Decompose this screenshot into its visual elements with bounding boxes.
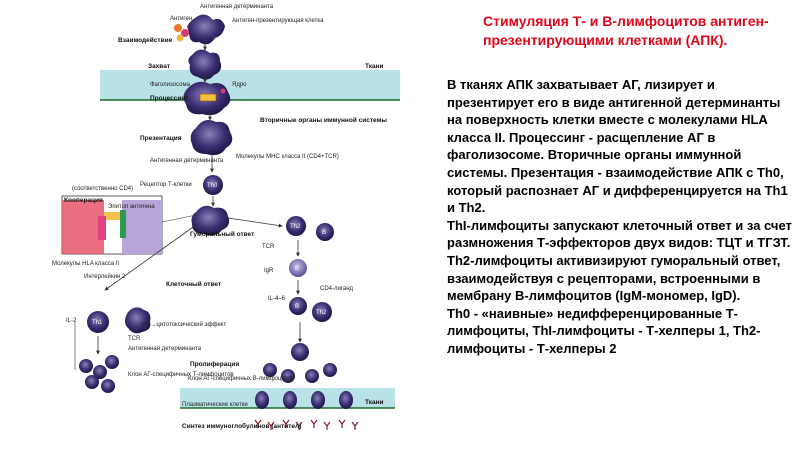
label-th2-b: Th2 [316, 310, 327, 316]
body-paragraph-3: Th0 - «наивные» недифференцированные Т-л… [447, 305, 761, 356]
nucleus [220, 88, 226, 94]
b-cell-a [316, 223, 334, 241]
apc-cell-top [187, 14, 225, 45]
label-plasma: Плазматические клетки [182, 402, 248, 408]
th2-cell-a [286, 216, 306, 236]
apc-membrane [62, 200, 104, 254]
label-il46: IL-4–6 [268, 296, 286, 302]
body-paragraph-2: ThI-лимфоциты запускают клеточный ответ … [447, 217, 792, 304]
label-cd4: (соответственно CD4) [72, 186, 133, 192]
epitope [104, 212, 122, 220]
label-tissues-top: Ткани [365, 63, 384, 70]
mhc-molecule [98, 216, 106, 240]
th0-cell [203, 175, 223, 195]
label-il2a: Интерлейкин 2 [84, 273, 126, 280]
th2-cell-b [312, 302, 332, 322]
label-synthesis: Синтез иммуноглобулинов (антител) [182, 422, 301, 430]
label-antigen: Антиген [170, 16, 192, 22]
label-proliferation: Пролиферация [190, 361, 239, 368]
label-capture: Захват [148, 63, 170, 70]
label-ifn: IFγ→цитотоксический эффект [142, 321, 226, 328]
label-humoral: Гуморальный ответ [190, 230, 254, 238]
label-epitope: Эпитоп антигена [108, 204, 155, 210]
tissue-band-top [100, 70, 400, 100]
apc-cell-presentation [190, 120, 233, 156]
label-receptor: Рецептор Т-клетки [140, 182, 192, 188]
label-clone-b: Клон АГ-специфичных В-лимфоцитов [188, 376, 294, 382]
tcr-molecule [120, 210, 126, 238]
label-cd4ligand: CD4-лиганд [320, 286, 354, 292]
label-b3: B [295, 304, 299, 310]
slide-title: Стимуляция Т- и В-лимфоцитов антиген-пре… [483, 13, 769, 48]
label-tcr2: TCR [128, 336, 141, 342]
label-th0: Th0 [207, 183, 218, 189]
plasma-cells [255, 391, 353, 409]
label-th1: Th1 [92, 320, 103, 326]
label-apc: Антиген-презентирующая клетка [232, 18, 324, 24]
label-interaction: Взаимодействие [118, 36, 173, 44]
label-presentation: Презентация [140, 135, 182, 142]
apc-cell-cellular [125, 307, 151, 334]
label-il2: IL-2 [66, 318, 77, 324]
b-clone-cells [263, 363, 337, 383]
label-b2: B [295, 266, 299, 272]
label-hla: Молекулы HLA класса II [52, 261, 119, 267]
label-phagolysosome: Фаголизосома [150, 82, 191, 88]
b-cell-igr [289, 259, 307, 277]
antibodies [254, 419, 359, 430]
label-cellular: Клеточный ответ [166, 280, 221, 288]
label-tcr: TCR [262, 244, 275, 250]
label-tissues-bottom: Ткани [365, 399, 384, 406]
b-cell-b [289, 297, 307, 315]
cooperation-connector [161, 214, 197, 223]
t-clone-cells [79, 355, 119, 393]
label-antigen-det2: Антигенная детерминанта [150, 158, 224, 164]
label-nucleus: Ядро [232, 82, 247, 88]
tcell-membrane [122, 200, 162, 254]
label-secondary: Вторичные органы иммунной системы [260, 116, 387, 124]
label-clone-t: Клон АГ-специфичных Т-лимфоцитов [128, 372, 234, 378]
label-cooperation: Кооперация [64, 197, 103, 204]
slide-body: В тканях АПК захватывает АГ, лизирует и … [447, 76, 792, 358]
phagolysosome [199, 93, 217, 102]
label-th2-a: Th2 [290, 224, 301, 230]
label-igr: IgR [264, 268, 274, 274]
th1-cell [87, 311, 109, 333]
apc-cell-capture [188, 49, 222, 80]
label-antigen-det: Антигенная детерминанта [200, 4, 274, 10]
apc-cell-humoral [191, 205, 230, 236]
label-processing: Процессинг [150, 95, 188, 102]
body-paragraph-1: В тканях АПК захватывает АГ, лизирует и … [447, 77, 788, 216]
label-mhc: Молекулы МНС класса II (CD4+TCR) [236, 154, 339, 160]
immune-response-diagram: Антигенная детерминанта Антиген Антиген-… [52, 4, 400, 430]
label-antigen-det3: Антигенная детерминанта [128, 346, 202, 352]
b-cell-c [291, 343, 309, 361]
label-b1: B [322, 230, 326, 236]
